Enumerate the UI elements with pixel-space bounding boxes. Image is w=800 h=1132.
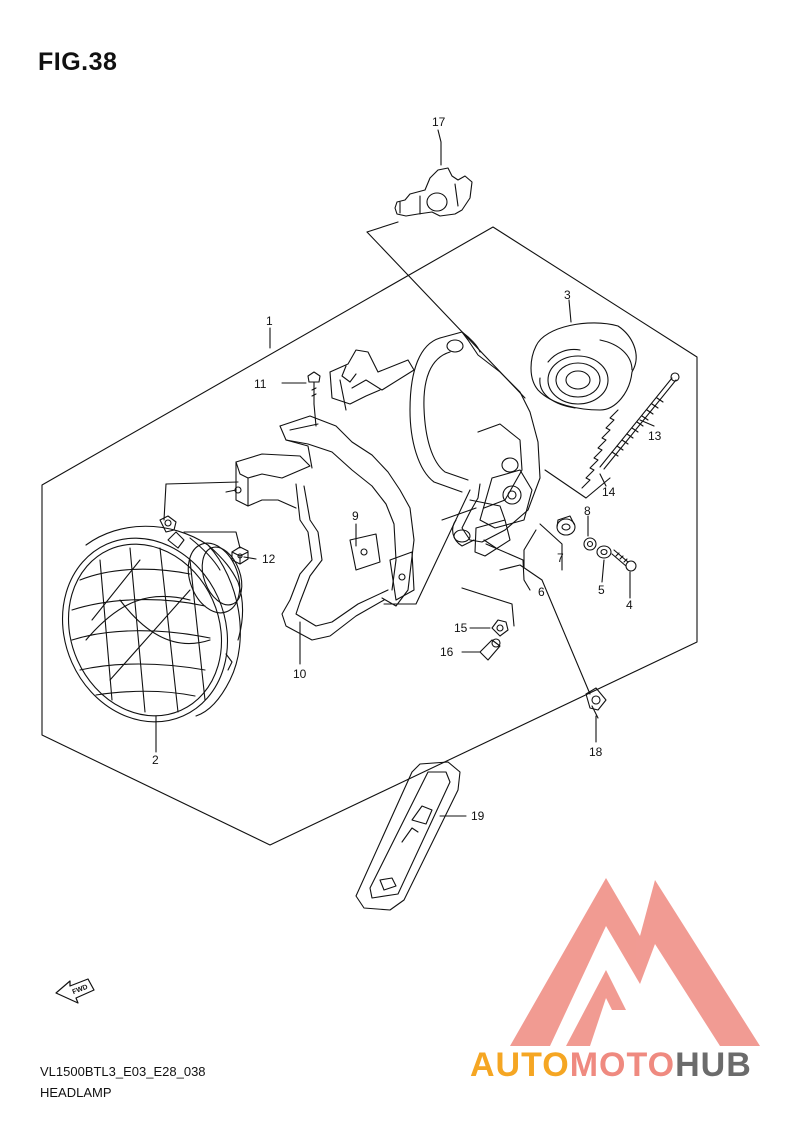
callout-9: 9 xyxy=(352,509,359,523)
watermark-logo-icon xyxy=(510,878,760,1046)
callout-10: 10 xyxy=(293,667,307,681)
forward-arrow: FWD xyxy=(55,978,95,1004)
figure-name: HEADLAMP xyxy=(40,1085,112,1100)
callout-14: 14 xyxy=(602,485,616,499)
bulb xyxy=(394,141,473,217)
nut-12 xyxy=(231,546,249,565)
callout-11: 11 xyxy=(254,377,267,391)
callout-4: 4 xyxy=(626,598,633,612)
washer-5 xyxy=(596,545,612,559)
collar-16 xyxy=(479,638,501,661)
callout-7: 7 xyxy=(557,551,564,565)
bolt-18 xyxy=(585,687,607,719)
adjuster-spring xyxy=(581,409,619,489)
figure-title: FIG.38 xyxy=(38,48,118,76)
screw-11 xyxy=(307,371,321,427)
callout-18: 18 xyxy=(589,745,603,759)
callout-5: 5 xyxy=(598,583,605,597)
callout-13: 13 xyxy=(648,429,662,443)
callout-6: 6 xyxy=(538,585,545,599)
watermark-auto: AUTO xyxy=(470,1046,570,1084)
callout-12: 12 xyxy=(262,552,276,566)
adjuster-screw xyxy=(599,372,680,470)
callout-19: 19 xyxy=(471,809,485,823)
callout-3: 3 xyxy=(564,288,571,302)
socket-cover xyxy=(530,299,637,411)
watermark-hub: HUB xyxy=(675,1046,752,1084)
housing-frame xyxy=(409,331,541,557)
callout-2: 2 xyxy=(152,753,159,767)
headlamp-bracket xyxy=(234,415,415,641)
upper-stay xyxy=(329,349,415,411)
callout-15: 15 xyxy=(454,621,468,635)
grommet-15 xyxy=(491,619,509,637)
callout-16: 16 xyxy=(440,645,454,659)
bolt-4 xyxy=(611,549,637,572)
watermark-moto: MOTO xyxy=(569,1046,676,1084)
headlamp-unit xyxy=(61,515,244,723)
collar-7 xyxy=(556,515,576,536)
washer-8 xyxy=(583,537,597,551)
assembly-outline xyxy=(41,226,698,846)
callout-8: 8 xyxy=(584,504,591,518)
reflector xyxy=(355,761,461,911)
callout-1: 1 xyxy=(266,314,273,328)
callout-labels: 1 2 3 4 5 6 7 8 9 10 11 12 13 14 15 16 1… xyxy=(152,115,662,823)
watermark-wordmark: AUTOMOTOHUB xyxy=(470,1046,752,1085)
callout-17: 17 xyxy=(432,115,446,129)
figure-code: VL1500BTL3_E03_E28_038 xyxy=(40,1064,206,1079)
